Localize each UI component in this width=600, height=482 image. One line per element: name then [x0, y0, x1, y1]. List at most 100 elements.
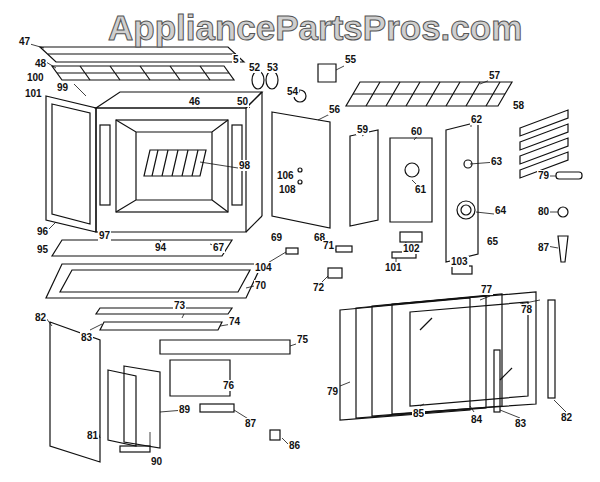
- small-parts-line: [336, 246, 352, 252]
- insulation-pad: [52, 66, 234, 80]
- callout-number: 59: [356, 124, 369, 135]
- oven-door-line: [494, 350, 500, 412]
- callout-number: 103: [450, 256, 469, 267]
- callout-number: 63: [490, 156, 503, 167]
- callout-number: 106: [276, 170, 295, 181]
- control-panel-line: [461, 205, 471, 215]
- callout-number: 55: [344, 54, 357, 65]
- callout-number: 78: [520, 304, 533, 315]
- oven-door-line: [340, 298, 470, 420]
- callout-number: 53: [266, 62, 279, 73]
- bottom-pan-line: [52, 240, 232, 256]
- callout-number: 102: [402, 243, 421, 254]
- callout-number: 80: [537, 206, 550, 217]
- callout-number: 94: [154, 242, 167, 253]
- oven-cabinet-line: [96, 92, 262, 108]
- callout-number: 81: [86, 430, 99, 441]
- callout-number: 90: [150, 456, 163, 467]
- callout-number: 74: [228, 316, 241, 327]
- control-panel-line: [457, 201, 475, 219]
- rear-panel-line: [272, 112, 330, 228]
- watermark: AppliancePartsPros.com: [108, 8, 522, 48]
- oven-cabinet-line: [96, 108, 246, 232]
- bottom-pan: [46, 240, 262, 298]
- callout-number: 5: [232, 54, 240, 65]
- brackets-and-box-line: [390, 138, 432, 222]
- callout-number: 82: [560, 412, 573, 423]
- oven-rack-line: [152, 150, 198, 176]
- leader-lines: [30, 44, 566, 446]
- lower-door-line: [120, 446, 150, 452]
- control-panel-line: [446, 122, 478, 262]
- callout-number: 70: [254, 280, 267, 291]
- callout-number: 87: [244, 418, 257, 429]
- callout-number: 77: [480, 284, 493, 295]
- oven-rack: [144, 150, 206, 176]
- callout-number: 60: [410, 126, 423, 137]
- shelf-rack-line: [346, 82, 512, 106]
- callout-number: 64: [494, 205, 507, 216]
- shelf-rack: [346, 82, 512, 106]
- oven-door-line: [500, 368, 512, 380]
- callout-number: 73: [173, 300, 186, 311]
- rings-and-fan-line: [266, 71, 278, 89]
- brackets-and-box-line: [452, 266, 472, 274]
- callout-number: 52: [248, 62, 261, 73]
- callout-number: 79: [537, 170, 550, 181]
- callout-number: 86: [288, 440, 301, 451]
- callout-number: 72: [312, 282, 325, 293]
- side-rack-line: [520, 110, 568, 136]
- oven-cabinet-line: [52, 104, 90, 224]
- top-panel: [40, 47, 244, 62]
- callout-number: 84: [470, 414, 483, 425]
- callout-number: 75: [296, 334, 309, 345]
- callout-number: 101: [24, 88, 43, 99]
- lower-door: [50, 322, 280, 462]
- oven-cabinet-line: [246, 216, 262, 232]
- brackets-and-box-line: [405, 163, 419, 177]
- callout-number: 76: [222, 380, 235, 391]
- rings-and-fan-line: [318, 64, 336, 82]
- trim-strips-line: [96, 308, 232, 314]
- lower-door-line: [200, 404, 234, 412]
- oven-door-line: [410, 302, 528, 406]
- oven-cabinet-line: [100, 125, 110, 205]
- callout-number: 69: [270, 232, 283, 243]
- callout-number: 62: [470, 114, 483, 125]
- callout-number: 108: [278, 184, 297, 195]
- callout-number: 87: [537, 242, 550, 253]
- lower-door-line: [50, 322, 100, 462]
- oven-door-line: [356, 296, 486, 418]
- callout-number: 85: [412, 408, 425, 419]
- callout-number: 50: [236, 96, 249, 107]
- callout-number: 97: [98, 230, 111, 241]
- side-rack-line: [520, 138, 568, 164]
- callout-number: 101: [384, 262, 403, 273]
- brackets-and-box-line: [350, 130, 378, 226]
- bottom-pan-line: [46, 264, 262, 298]
- callout-number: 100: [26, 72, 45, 83]
- callout-number: 83: [514, 418, 527, 429]
- rear-panel-line: [298, 180, 302, 184]
- shelf-rack-line: [353, 82, 505, 106]
- knobs-line: [558, 207, 568, 217]
- insulation-pad-line: [52, 66, 234, 80]
- callout-number: 79: [326, 386, 339, 397]
- callout-number: 104: [254, 262, 273, 273]
- brackets-and-box: [350, 130, 472, 274]
- callout-number: 48: [34, 58, 47, 69]
- knobs-line: [556, 172, 582, 179]
- callout-number: 58: [512, 100, 525, 111]
- oven-cabinet-line: [261, 92, 262, 216]
- bottom-pan-line: [60, 270, 250, 292]
- callout-number: 89: [178, 404, 191, 415]
- callout-number: 95: [36, 244, 49, 255]
- top-panel-line: [48, 53, 236, 54]
- oven-cabinet-line: [116, 120, 228, 212]
- oven-door-line: [392, 292, 536, 414]
- callout-number: 57: [488, 70, 501, 81]
- callout-number: 82: [34, 312, 47, 323]
- oven-cabinet-line: [46, 96, 96, 232]
